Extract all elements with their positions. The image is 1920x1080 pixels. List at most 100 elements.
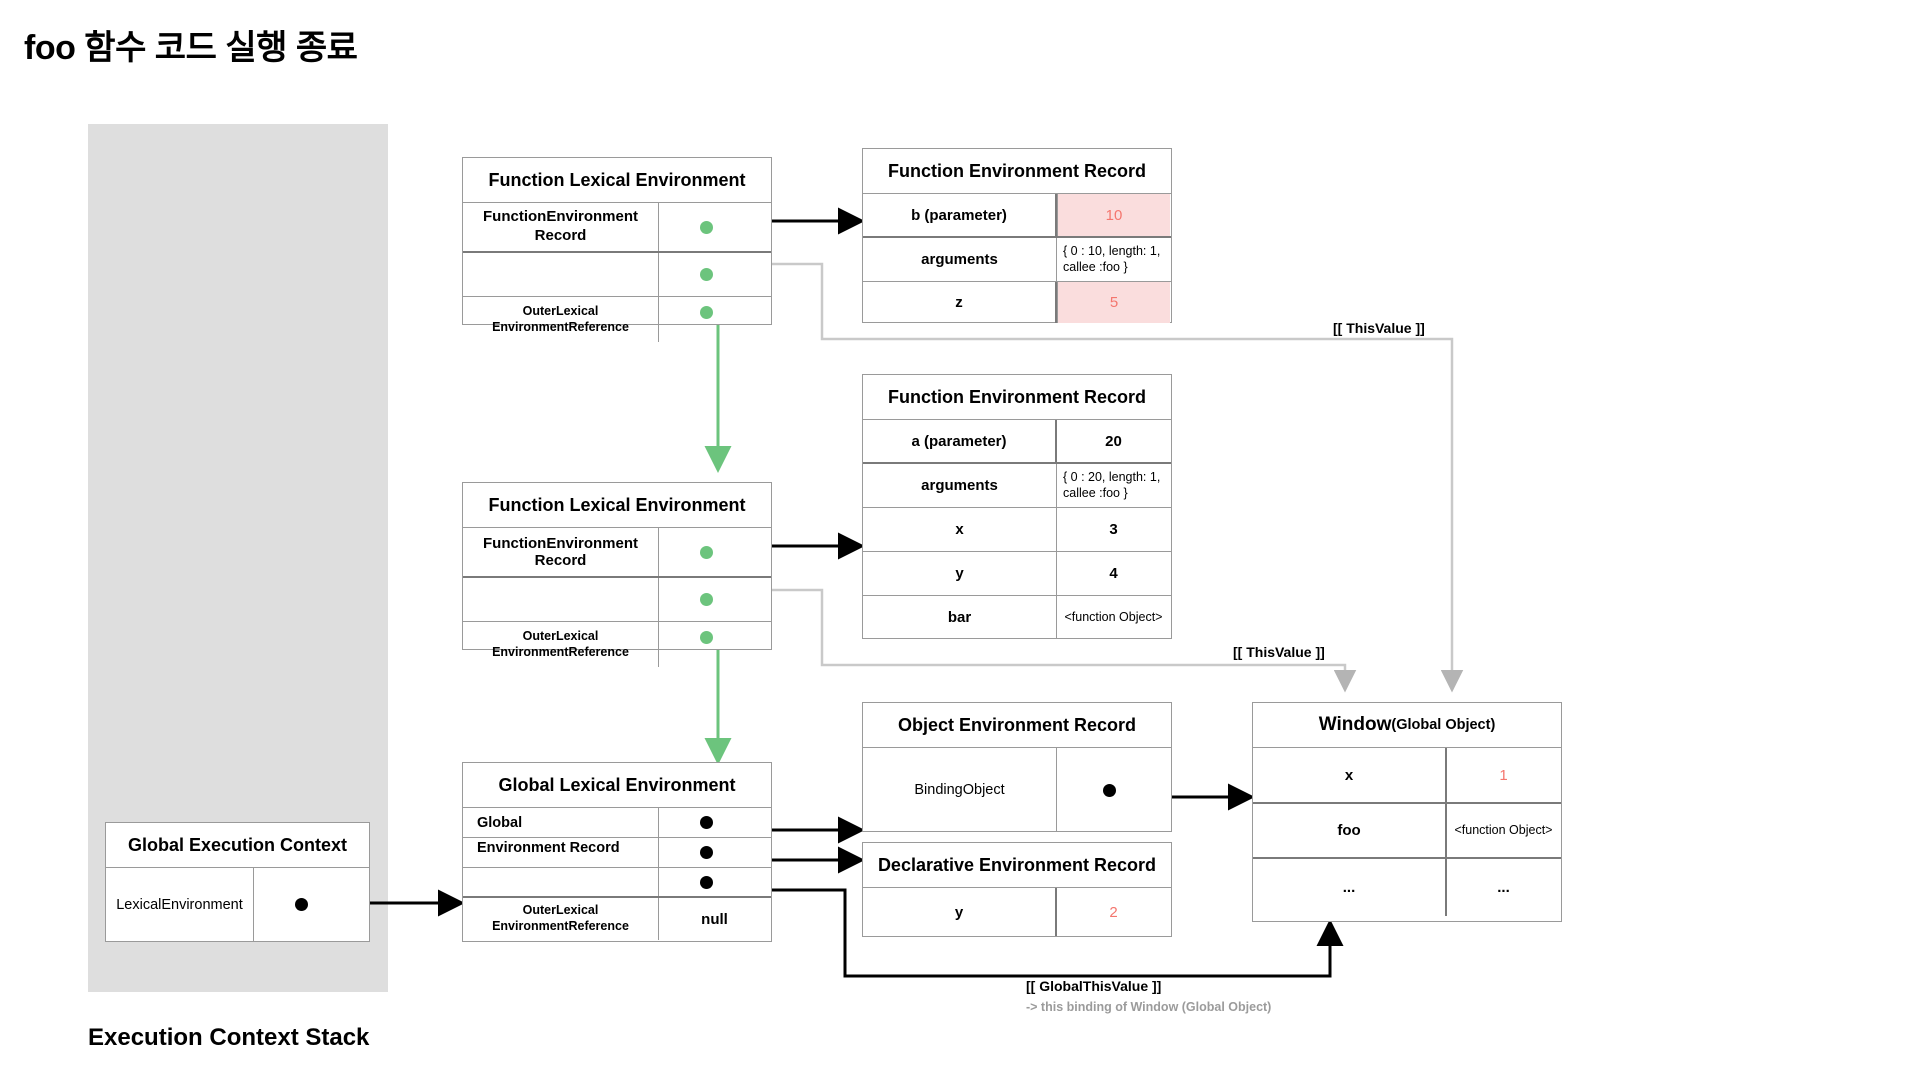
table-row: arguments { 0 : 20, length: 1, callee :f… xyxy=(863,464,1171,508)
black-pointer-dot-icon xyxy=(1103,784,1116,797)
window-key-0: x xyxy=(1253,748,1447,802)
fle-top-row-second xyxy=(463,253,771,297)
oer-row-bindingobject: BindingObject xyxy=(863,748,1171,831)
annotation-global-this-note: -> this binding of Window (Global Object… xyxy=(1026,1000,1272,1014)
declarative-environment-record: Declarative Environment Record y 2 xyxy=(862,842,1172,937)
oer-bindingobject-label: BindingObject xyxy=(863,748,1057,831)
gle-record-label: Global xyxy=(463,808,659,837)
gle-row-1: Environment Record xyxy=(463,838,771,868)
table-row: a (parameter) 20 xyxy=(863,420,1171,464)
black-pointer-dot-icon xyxy=(295,898,308,911)
gle-record-label-line2: Environment Record xyxy=(477,840,620,856)
gec-row-lexicalenv: LexicalEnvironment xyxy=(106,868,369,941)
table-row: b (parameter) 10 xyxy=(863,194,1171,238)
fle-top-outer-pointer-cell xyxy=(659,297,770,342)
annotation-this-value-top: [[ ThisValue ]] xyxy=(1333,320,1425,336)
object-environment-record: Object Environment Record BindingObject xyxy=(862,702,1172,832)
green-pointer-dot-icon xyxy=(700,221,713,234)
fer-mid-key-3: y xyxy=(863,552,1057,595)
gle-row-2 xyxy=(463,868,771,898)
table-row: foo <function Object> xyxy=(1253,804,1561,859)
fle-mid-second-pointer-cell xyxy=(659,578,770,621)
fer-mid-title: Function Environment Record xyxy=(863,375,1171,420)
function-lexical-environment-top: Function Lexical Environment FunctionEnv… xyxy=(462,157,772,342)
der-key-0: y xyxy=(863,888,1057,936)
gle-row-0: Global xyxy=(463,808,771,838)
black-pointer-dot-icon xyxy=(700,846,713,859)
window-value-0: 1 xyxy=(1499,766,1508,784)
gle-row-outer: OuterLexical EnvironmentReference null xyxy=(463,898,771,940)
fer-mid-value-2: 3 xyxy=(1109,521,1118,538)
oer-pointer-cell xyxy=(1057,748,1170,831)
table-row: arguments { 0 : 10, length: 1, callee :f… xyxy=(863,238,1171,282)
fle-mid-record-pointer-cell xyxy=(659,528,770,576)
page-title: foo 함수 코드 실행 종료 xyxy=(24,29,358,67)
gle-row1-pointer-cell xyxy=(659,838,770,867)
gle-row2-pointer-cell xyxy=(659,868,770,896)
fer-mid-key-1: arguments xyxy=(863,464,1057,507)
global-lexical-environment: Global Lexical Environment Global Enviro… xyxy=(462,762,772,942)
green-pointer-dot-icon xyxy=(700,593,713,606)
fle-top-row-outer: OuterLexical EnvironmentReference xyxy=(463,297,771,342)
function-lexical-environment-middle: Function Lexical Environment FunctionEnv… xyxy=(462,482,772,667)
gle-outer-value: null xyxy=(701,910,728,928)
fle-mid-outer-label-line2: EnvironmentReference xyxy=(492,644,629,659)
fle-mid-record-label: FunctionEnvironment Record xyxy=(463,528,659,576)
fle-top-second-label xyxy=(463,253,659,296)
fer-top-key-2: z xyxy=(863,282,1057,323)
gle-title: Global Lexical Environment xyxy=(463,763,771,808)
black-pointer-dot-icon xyxy=(700,816,713,829)
fle-top-title: Function Lexical Environment xyxy=(463,158,771,203)
window-key-2: ... xyxy=(1253,859,1447,916)
gle-record-label2: Environment Record xyxy=(463,838,659,867)
window-value-2: ... xyxy=(1497,879,1510,896)
window-title-sub: (Global Object) xyxy=(1391,717,1496,733)
window-title-main: Window xyxy=(1318,714,1392,735)
global-execution-context: Global Execution Context LexicalEnvironm… xyxy=(105,822,370,942)
table-row: z 5 xyxy=(863,282,1171,323)
oer-title: Object Environment Record xyxy=(863,703,1171,748)
gle-outer-label: OuterLexical EnvironmentReference xyxy=(463,898,659,940)
fer-mid-value-1: { 0 : 20, length: 1, callee :foo } xyxy=(1063,469,1161,500)
gle-row0-pointer-cell xyxy=(659,808,770,837)
fer-mid-key-2: x xyxy=(863,508,1057,551)
fle-top-second-pointer-cell xyxy=(659,253,770,296)
window-title: Window(Global Object) xyxy=(1253,703,1561,748)
execution-context-stack-caption: Execution Context Stack xyxy=(88,1024,370,1051)
fle-top-row-record: FunctionEnvironment Record xyxy=(463,203,771,253)
fle-mid-record-label-line2: Record xyxy=(534,552,587,569)
function-environment-record-middle: Function Environment Record a (parameter… xyxy=(862,374,1172,639)
fer-mid-key-0: a (parameter) xyxy=(863,420,1057,462)
der-value-0: 2 xyxy=(1109,903,1118,921)
fer-mid-value-0: 20 xyxy=(1105,432,1122,450)
fle-top-outer-label-line1: OuterLexical xyxy=(522,303,599,318)
table-row: y 4 xyxy=(863,552,1171,596)
fle-mid-row-record: FunctionEnvironment Record xyxy=(463,528,771,578)
table-row: x 1 xyxy=(1253,748,1561,804)
fer-top-title: Function Environment Record xyxy=(863,149,1171,194)
fle-mid-record-label-line1: FunctionEnvironment xyxy=(483,535,638,552)
green-pointer-dot-icon xyxy=(700,546,713,559)
fle-top-outer-label-line2: EnvironmentReference xyxy=(492,319,629,334)
gle-outer-label-line2: EnvironmentReference xyxy=(492,919,629,933)
fle-mid-title: Function Lexical Environment xyxy=(463,483,771,528)
der-title: Declarative Environment Record xyxy=(863,843,1171,888)
fle-mid-row-second xyxy=(463,578,771,622)
green-pointer-dot-icon xyxy=(700,306,713,319)
fer-top-value-1: { 0 : 10, length: 1, callee :foo } xyxy=(1063,243,1161,274)
gle-outer-label-line1: OuterLexical xyxy=(522,903,599,918)
annotation-global-this-value: [[ GlobalThisValue ]] xyxy=(1026,978,1162,994)
fle-mid-second-label xyxy=(463,578,659,621)
window-key-1: foo xyxy=(1253,804,1447,857)
fle-mid-outer-label-line1: OuterLexical xyxy=(522,628,599,643)
fer-top-value-0: 10 xyxy=(1057,194,1170,236)
gec-pointer-cell xyxy=(254,868,368,941)
annotation-this-value-middle: [[ ThisValue ]] xyxy=(1233,644,1325,660)
green-pointer-dot-icon xyxy=(700,631,713,644)
table-row: ... ... xyxy=(1253,859,1561,916)
fer-mid-value-4: <function Object> xyxy=(1064,609,1163,624)
table-row: x 3 xyxy=(863,508,1171,552)
gle-row2-label xyxy=(463,868,659,896)
window-value-1: <function Object> xyxy=(1454,822,1553,837)
green-pointer-dot-icon xyxy=(700,268,713,281)
